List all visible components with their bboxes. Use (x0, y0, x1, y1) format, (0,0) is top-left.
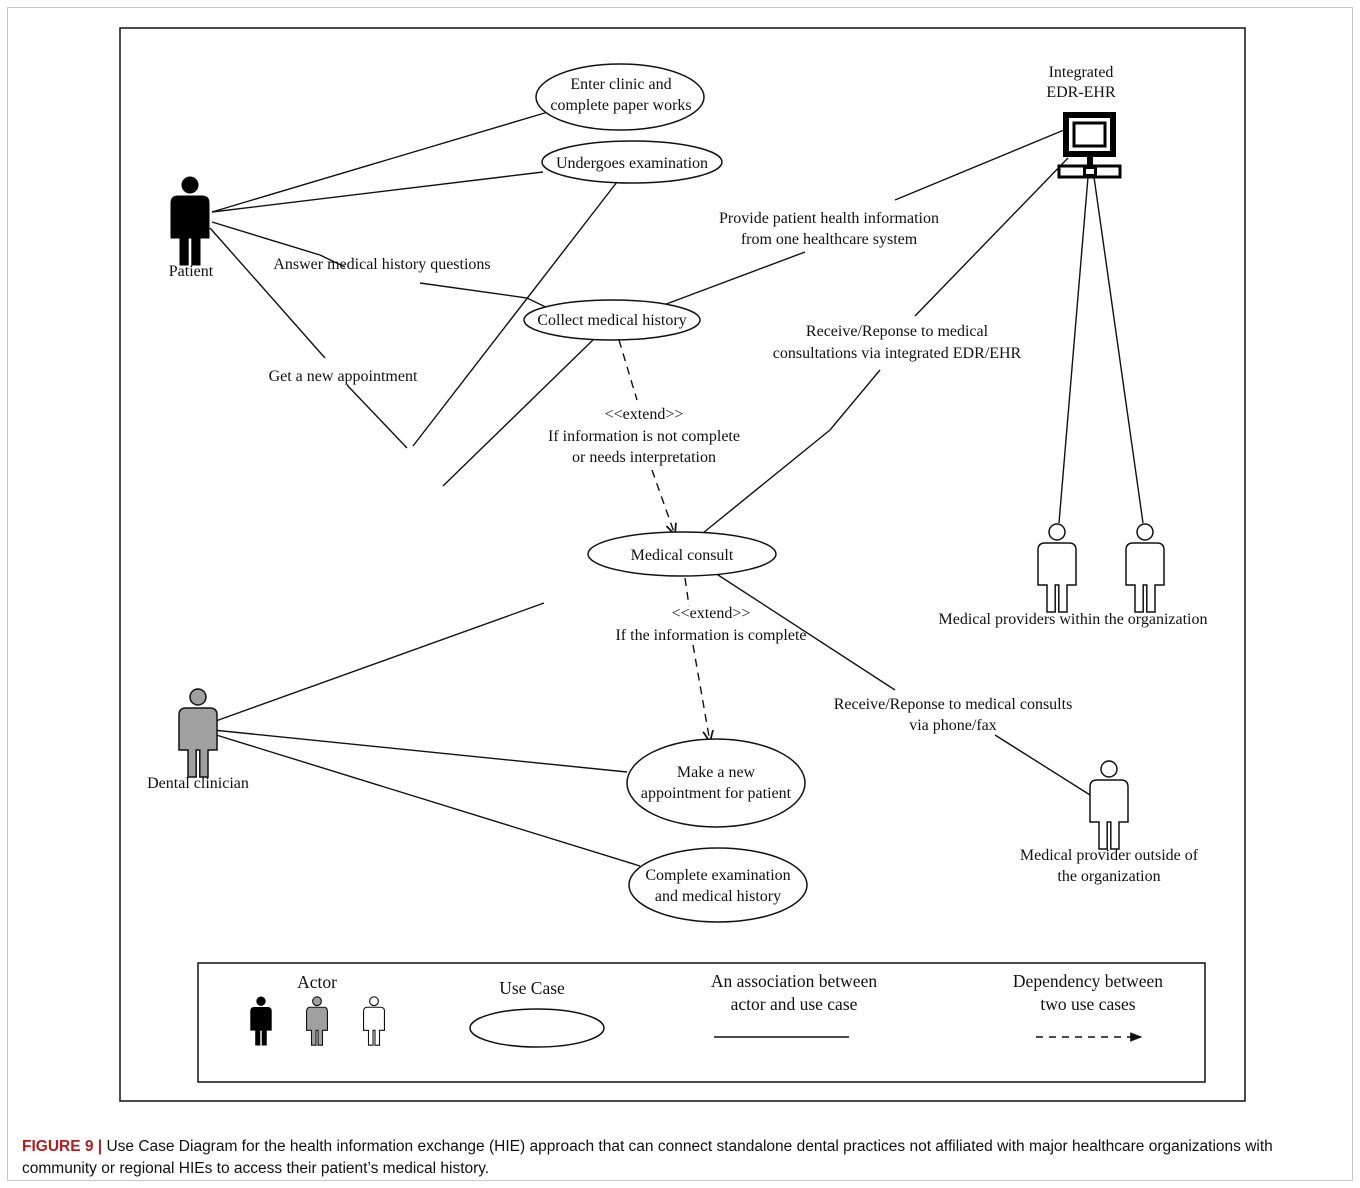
enter-clinic-label-line2: complete paper works (550, 97, 691, 114)
use-case-enter-clinic (535, 63, 705, 131)
assoc-clinician-medical-consult (212, 602, 545, 723)
new-appointment-label-line1: Make a new (677, 764, 756, 781)
extend-1-condition-line2: or needs interpretation (572, 449, 716, 466)
use-case-collect-history (523, 299, 701, 341)
assoc-clinician-undergoes-exam (412, 181, 618, 447)
legend-use-case-ellipse (469, 1008, 605, 1048)
receive-phone-label-line1: Receive/Reponse to medical consults (834, 696, 1073, 713)
enter-clinic-label-line1: Enter clinic and (570, 76, 671, 93)
complete-exam-label-line1: Complete examination (645, 867, 790, 884)
clinician-actor-icon (178, 688, 218, 778)
complete-exam-label-line2: and medical history (655, 888, 781, 905)
dependency-2-top (684, 577, 690, 607)
legend-dependency-label-line2: two use cases (1040, 994, 1135, 1014)
legend-dependency-label-line1: Dependency between (1013, 971, 1163, 991)
diagram-border (119, 27, 1246, 1102)
provider-within-actor-icon-2 (1125, 523, 1165, 613)
assoc-receive-integrated-system (914, 157, 1069, 317)
legend-association-label-line2: actor and use case (731, 994, 858, 1014)
system-label-line1: Integrated (1049, 64, 1114, 81)
assoc-system-provider-within-1 (1058, 176, 1089, 524)
patient-actor-icon (170, 176, 210, 266)
figure-caption-text: Use Case Diagram for the health informat… (22, 1138, 1273, 1177)
use-case-diagram: Patient Dental clinician Integrated EDR-… (119, 27, 1246, 1102)
associations (209, 111, 1144, 867)
assoc-provide-info-system (894, 129, 1065, 201)
new-appointment-label-line2: appointment for patient (641, 785, 792, 802)
assoc-system-provider-within-2 (1093, 176, 1144, 524)
figure-frame (7, 7, 1353, 1181)
answer-questions-label: Answer medical history questions (273, 256, 490, 273)
legend-external-actor-icon (362, 996, 386, 1046)
assoc-patient-get-appointment-a (209, 227, 326, 359)
legend: Actor Use Case An association between ac… (197, 962, 1206, 1083)
legend-actor-label: Actor (297, 972, 337, 992)
legend-use-case-label: Use Case (499, 978, 565, 998)
get-appointment-label: Get a new appointment (269, 368, 418, 385)
assoc-consult-receive-phone (714, 572, 896, 691)
dependency-1-top (618, 339, 638, 401)
system-label-line2: EDR-EHR (1046, 84, 1116, 101)
figure-label: FIGURE 9 | (22, 1138, 103, 1155)
assoc-patient-enter-clinic (211, 111, 549, 213)
dental-clinician-label: Dental clinician (147, 775, 249, 792)
receive-integrated-label-line1: Receive/Reponse to medical (806, 323, 989, 340)
assoc-get-appointment-new-appt (346, 384, 408, 449)
collect-history-label: Collect medical history (537, 312, 686, 329)
use-cases (523, 63, 808, 923)
legend-box (197, 962, 1206, 1083)
patient-label: Patient (169, 263, 214, 280)
assoc-clinician-new-appt (212, 729, 628, 773)
extend-1-stereotype: <<extend>> (605, 406, 684, 423)
extend-2-stereotype: <<extend>> (672, 605, 751, 622)
provider-within-actor-icon-1 (1037, 523, 1077, 613)
assoc-clinician-collect-history (442, 337, 596, 487)
medical-consult-label: Medical consult (631, 547, 734, 564)
provider-outside-label-line1: Medical provider outside of (1020, 847, 1199, 864)
assoc-patient-undergoes-exam (211, 171, 544, 213)
use-case-new-appointment (626, 738, 806, 828)
providers-within-label: Medical providers within the organizatio… (939, 611, 1208, 628)
provide-info-label-line1: Provide patient health information (719, 210, 939, 227)
dependency-1-arrow (651, 469, 675, 535)
extend-2-condition: If the information is complete (615, 627, 806, 644)
extend-1-condition-line1: If information is not complete (548, 428, 740, 445)
provider-outside-actor-icon (1089, 760, 1129, 850)
computer-icon (1057, 112, 1122, 179)
assoc-consult-receive-integrated (702, 369, 881, 534)
assoc-receive-phone-outside-provider (994, 734, 1099, 801)
legend-patient-actor-icon (250, 996, 272, 1046)
legend-association-label-line1: An association between (711, 971, 877, 991)
assoc-collect-provide-info (644, 251, 806, 313)
receive-integrated-label-line2: consultations via integrated EDR/EHR (773, 345, 1022, 362)
dependency-2-arrow (692, 644, 710, 742)
use-case-undergoes-exam (541, 140, 723, 184)
provider-outside-label-line2: the organization (1057, 868, 1160, 885)
provide-info-label-line2: from one healthcare system (741, 231, 918, 248)
figure-caption: FIGURE 9 | Use Case Diagram for the heal… (22, 1136, 1342, 1180)
dependencies (618, 339, 710, 742)
receive-phone-label-line2: via phone/fax (909, 717, 997, 734)
use-case-complete-exam (628, 847, 808, 923)
use-case-medical-consult (587, 531, 777, 577)
undergoes-exam-label: Undergoes examination (556, 155, 708, 172)
assoc-clinician-complete-exam (212, 733, 641, 867)
assoc-patient-answer-questions (211, 221, 346, 268)
legend-clinician-actor-icon (305, 996, 329, 1046)
